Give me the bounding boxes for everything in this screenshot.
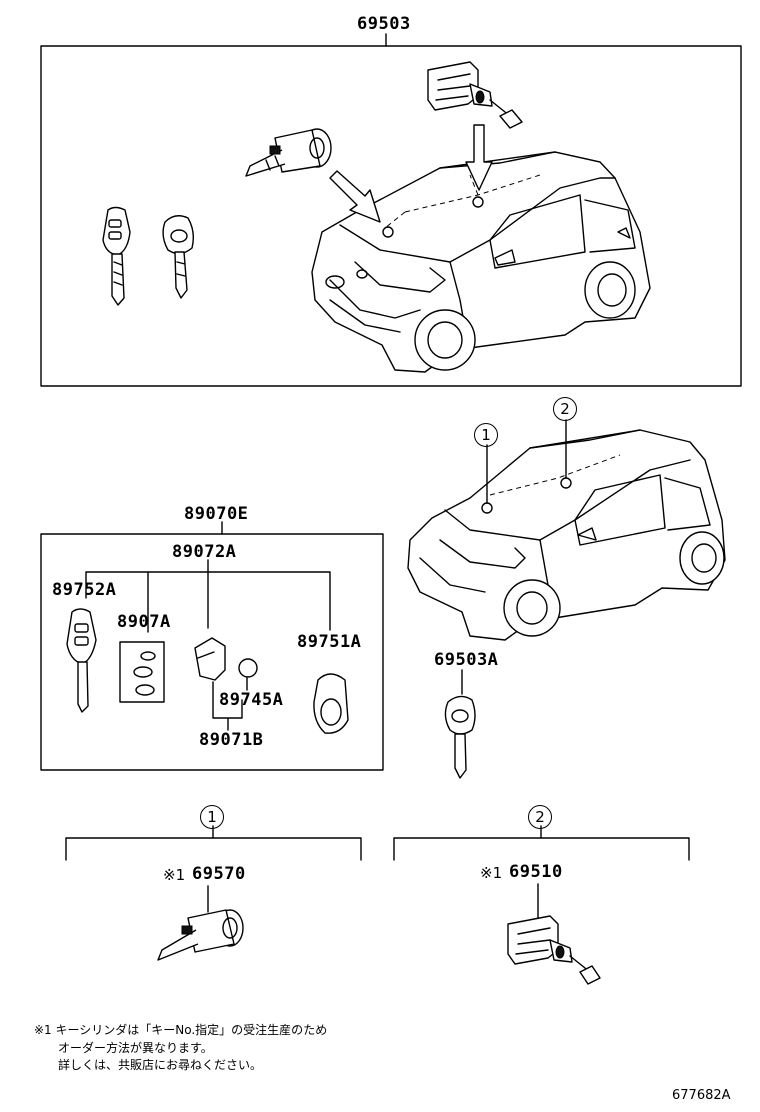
- callout-2-bracket: 2: [528, 805, 552, 829]
- callout-1-bracket: 1: [200, 805, 224, 829]
- label-89745A: 89745A: [219, 690, 284, 710]
- footnote-line-1: ※1 キーシリンダは「キーNo.指定」の受注生産のため: [34, 1023, 328, 1037]
- remote-key-top-left: [103, 208, 130, 306]
- pad-set: [120, 642, 164, 702]
- diagram-id: 677682A: [672, 1088, 731, 1103]
- callout-2-car: 2: [553, 397, 577, 421]
- transmitter-housing: [314, 674, 348, 733]
- label-8907A: 8907A: [117, 612, 171, 632]
- label-89072A: 89072A: [172, 542, 237, 562]
- label-89751A: 89751A: [297, 632, 362, 652]
- door-cylinder-69570: [158, 910, 243, 960]
- footnote-line-2: オーダー方法が異なります。: [58, 1041, 213, 1055]
- footnote-line-3: 詳しくは、共販店にお尋ねください。: [58, 1058, 263, 1072]
- callout-1-car: 1: [474, 423, 498, 447]
- car-middle: [408, 420, 725, 640]
- label-69510: 69510: [509, 862, 563, 882]
- key-top: [163, 216, 193, 298]
- ignition-cylinder-top: [428, 62, 522, 128]
- door-cylinder-top: [246, 129, 331, 176]
- key-69503A: [445, 696, 475, 778]
- battery: [239, 659, 257, 677]
- label-69503: 69503: [357, 14, 411, 34]
- label-69503A: 69503A: [434, 650, 499, 670]
- assembly-frame: [41, 46, 741, 386]
- label-69570: 69570: [192, 864, 246, 884]
- key-set-frame: [41, 534, 383, 770]
- arrow-left: [330, 171, 380, 222]
- label-89070E: 89070E: [184, 504, 249, 524]
- car-top: [312, 152, 650, 372]
- note-mark-69510: ※1: [480, 864, 503, 882]
- label-89752A: 89752A: [52, 580, 117, 600]
- label-89071B: 89071B: [199, 730, 264, 750]
- transmitter-module: [195, 638, 225, 680]
- arrow-down: [466, 125, 492, 190]
- ignition-cylinder-69510: [508, 916, 600, 984]
- note-mark-69570: ※1: [163, 866, 186, 884]
- remote-key-blank: [67, 609, 96, 712]
